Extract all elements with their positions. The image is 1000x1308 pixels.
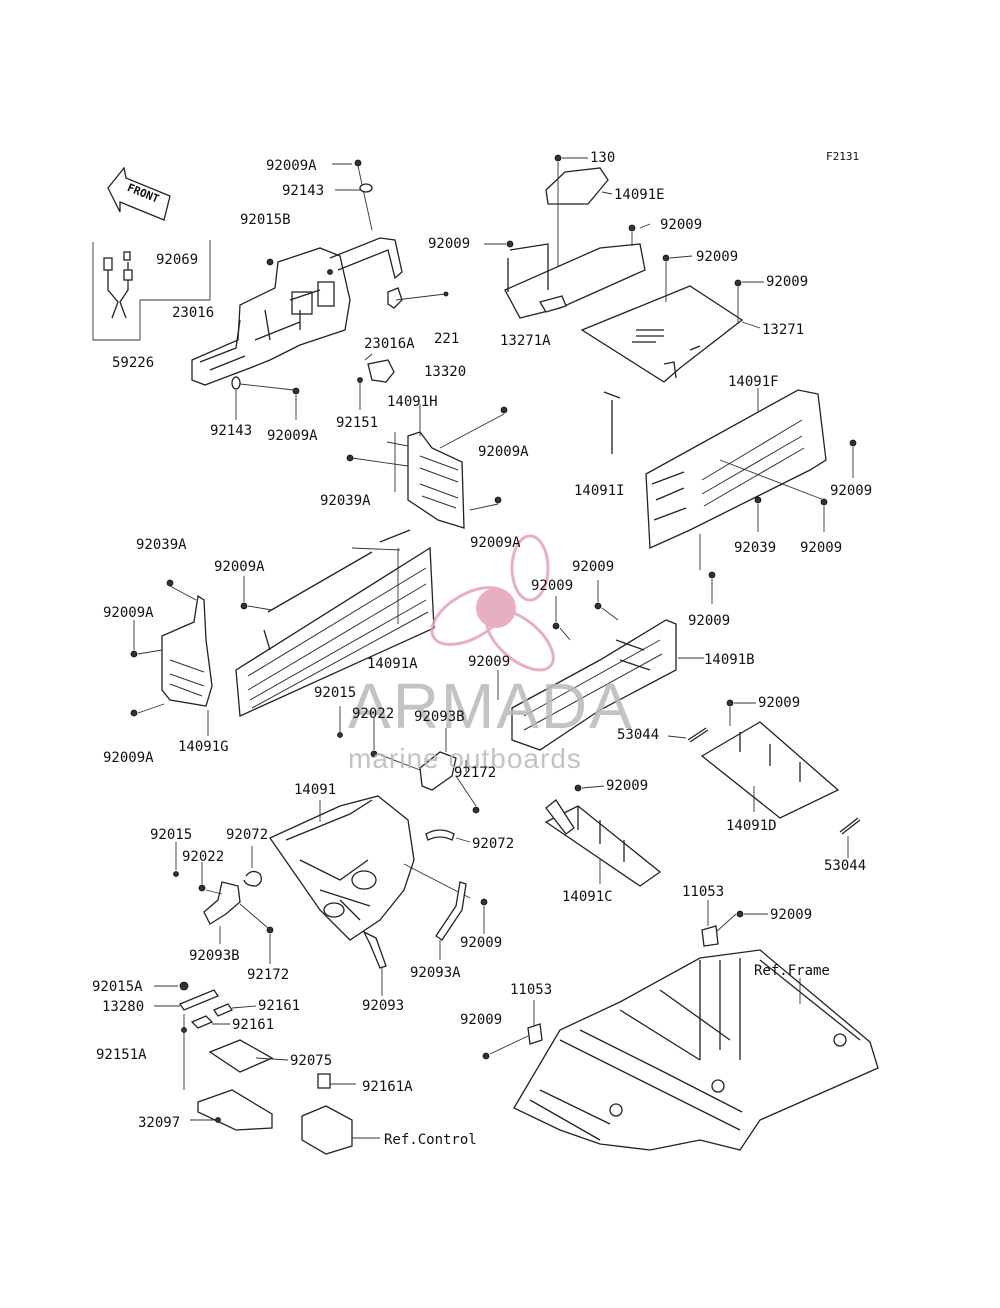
part-battery-group (154, 981, 380, 1155)
label-92075: 92075 (290, 1053, 332, 1069)
label-92009-c: 92009 (696, 249, 738, 265)
part-panel-14091F (603, 388, 857, 604)
part-frame (482, 900, 879, 1151)
label-92093B-b: 92093B (189, 948, 240, 964)
watermark: ARMADA marine outboards (348, 534, 634, 774)
label-92022-b: 92022 (182, 849, 224, 865)
label-13271: 13271 (762, 322, 804, 338)
label-92009-b1: 92009 (572, 559, 614, 575)
label-92009-f2: 92009 (800, 540, 842, 556)
label-14091C: 14091C (562, 889, 613, 905)
label-92009A-lower: 92009A (267, 428, 318, 444)
propeller-logo-icon (430, 534, 555, 672)
label-92151A: 92151A (96, 1047, 147, 1063)
label-14091H: 14091H (387, 394, 438, 410)
label-92093: 92093 (362, 998, 404, 1014)
part-side-14091A (235, 529, 435, 717)
label-14091D: 14091D (726, 818, 777, 834)
label-92069: 92069 (156, 252, 198, 268)
label-92015B: 92015B (240, 212, 291, 228)
front-arrow: FRONT (107, 166, 171, 221)
label-32097: 32097 (138, 1115, 180, 1131)
label-92039: 92039 (734, 540, 776, 556)
label-92143-lower: 92143 (210, 423, 252, 439)
label-92039A-g: 92039A (136, 537, 187, 553)
label-92039A: 92039A (320, 493, 371, 509)
label-53044: 53044 (617, 727, 659, 743)
label-13271A: 13271A (500, 333, 551, 349)
part-bracket-92093B-upper (337, 706, 480, 814)
part-panel-14091H (346, 404, 508, 529)
label-92009A-h: 92009A (478, 444, 529, 460)
part-cover-14091E (545, 154, 613, 304)
label-92009A-g2: 92009A (103, 750, 154, 766)
label-92009-b3: 92009 (468, 654, 510, 670)
part-panel-14091C (544, 784, 662, 887)
figure-code: F2131 (826, 150, 859, 163)
label-92015-b: 92015 (150, 827, 192, 843)
label-14091G: 14091G (178, 739, 229, 755)
label-92009-d: 92009 (766, 274, 808, 290)
label-92009-f1: 92009 (830, 483, 872, 499)
label-92161-b: 92161 (232, 1017, 274, 1033)
label-92009A-h2: 92009A (470, 535, 521, 551)
label-92009-a: 92009 (660, 217, 702, 233)
label-11053-b: 11053 (510, 982, 552, 998)
label-92093A: 92093A (410, 965, 461, 981)
hardware-top-left (231, 159, 449, 420)
label-92172: 92172 (454, 765, 496, 781)
label-92161A: 92161A (362, 1079, 413, 1095)
part-panel-14091G (130, 579, 213, 736)
part-panel-14091D (667, 699, 861, 858)
label-92009-fr2: 92009 (460, 1012, 502, 1028)
part-harness-23016 (92, 240, 211, 341)
label-92009-t: 92009 (460, 935, 502, 951)
label-92009-d1: 92009 (758, 695, 800, 711)
label-92015: 92015 (314, 685, 356, 701)
label-14091F: 14091F (728, 374, 779, 390)
label-92015A: 92015A (92, 979, 143, 995)
label-92161: 92161 (258, 998, 300, 1014)
label-92009-c1: 92009 (606, 778, 648, 794)
label-92172-b: 92172 (247, 967, 289, 983)
watermark-brand: ARMADA (348, 670, 634, 742)
label-14091I: 14091I (574, 483, 625, 499)
part-panel-59226 (191, 237, 403, 386)
label-221: 221 (434, 331, 459, 347)
label-ref-control: Ref.Control (384, 1132, 477, 1148)
label-14091: 14091 (294, 782, 336, 798)
part-tray-14091 (269, 795, 488, 996)
label-92072: 92072 (472, 836, 514, 852)
label-92009-f3: 92009 (688, 613, 730, 629)
label-92009-b: 92009 (428, 236, 470, 252)
label-92022: 92022 (352, 706, 394, 722)
label-92009-b2: 92009 (531, 578, 573, 594)
part-bracket-92093B-lower (173, 842, 274, 964)
label-11053: 11053 (682, 884, 724, 900)
label-14091B: 14091B (704, 652, 755, 668)
label-23016: 23016 (172, 305, 214, 321)
label-92072-b: 92072 (226, 827, 268, 843)
watermark-tagline: marine outboards (348, 743, 582, 774)
label-92143: 92143 (282, 183, 324, 199)
label-92009A: 92009A (266, 158, 317, 174)
part-panel-14091B (497, 580, 704, 751)
label-92009A-g1: 92009A (103, 605, 154, 621)
label-14091A: 14091A (367, 656, 418, 672)
label-130: 130 (590, 150, 615, 166)
label-14091E: 14091E (614, 187, 665, 203)
label-ref-frame: Ref.Frame (754, 963, 830, 979)
label-13320: 13320 (424, 364, 466, 380)
part-floor-13271 (580, 254, 764, 383)
label-92009-fr1: 92009 (770, 907, 812, 923)
label-92093B: 92093B (414, 709, 465, 725)
label-53044-b: 53044 (824, 858, 866, 874)
label-92151: 92151 (336, 415, 378, 431)
label-92009A-a: 92009A (214, 559, 265, 575)
label-13280: 13280 (102, 999, 144, 1015)
label-59226: 59226 (112, 355, 154, 371)
label-23016A: 23016A (364, 336, 415, 352)
part-floor-13271A (484, 223, 651, 319)
